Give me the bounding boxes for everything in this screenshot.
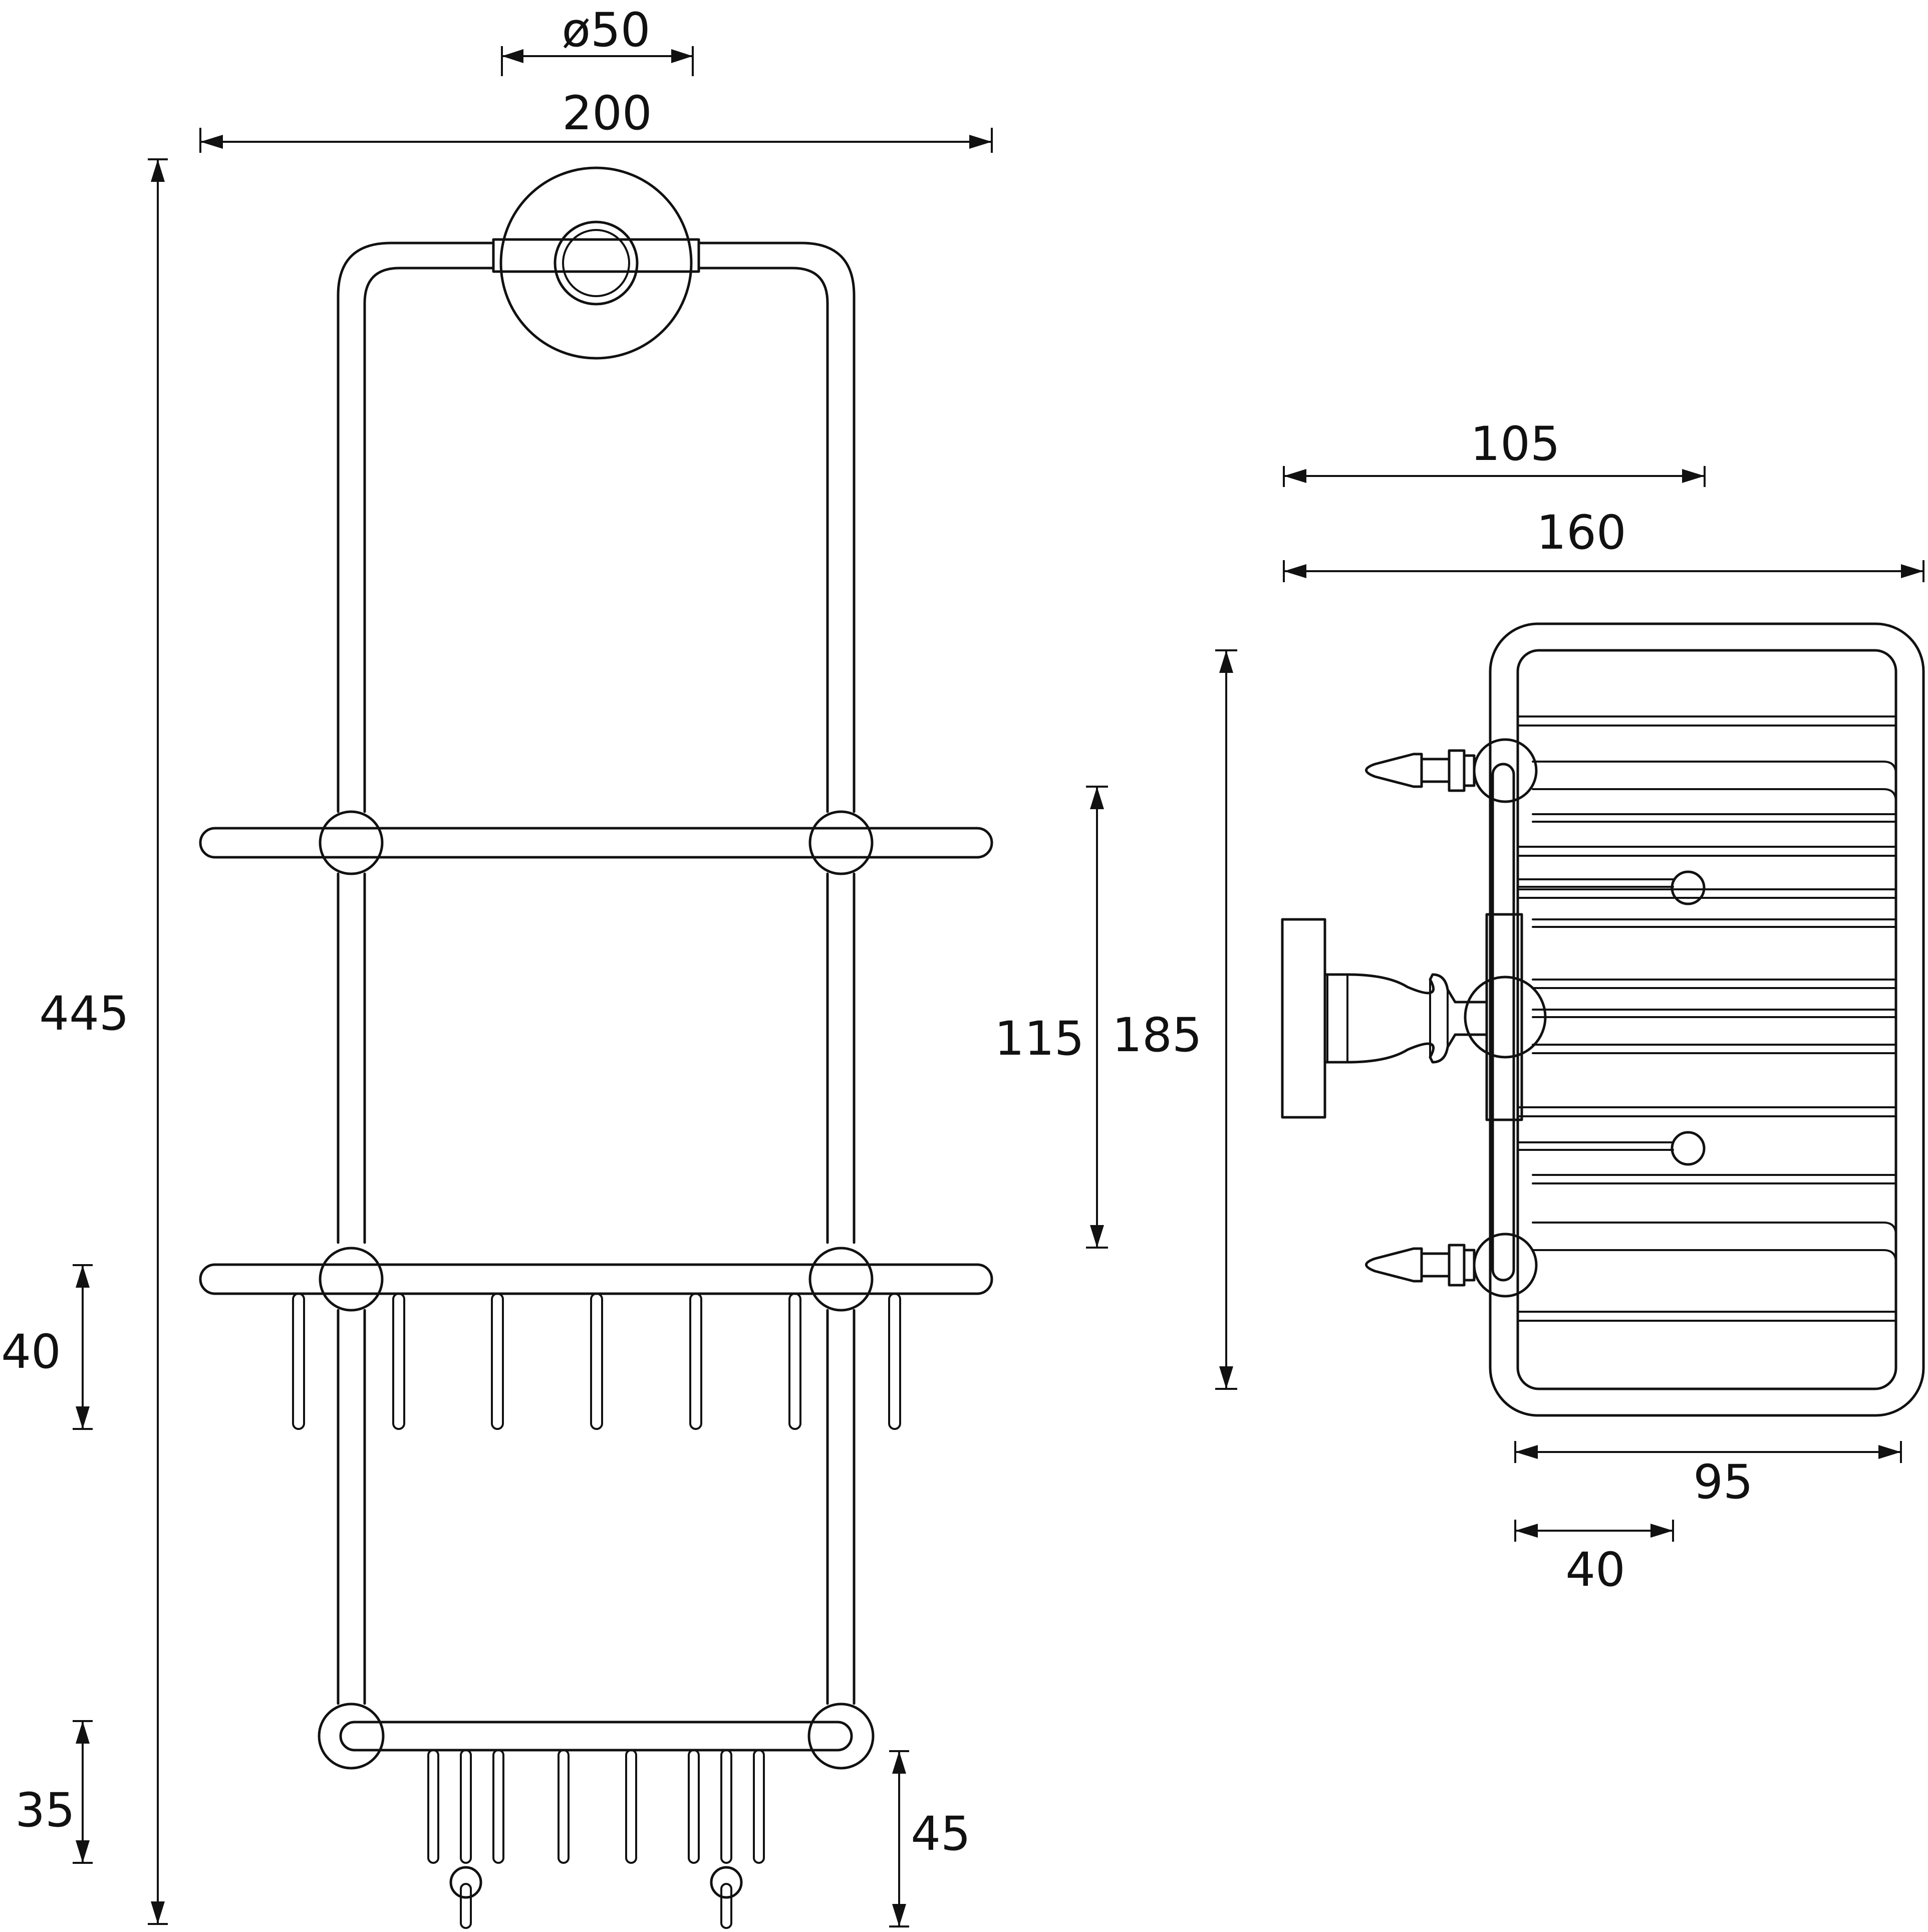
side-view: 105 160 115 185 bbox=[994, 417, 1925, 1597]
dim-hook-drop-upper: 40 bbox=[1, 1264, 93, 1430]
label-overall-depth: 160 bbox=[1536, 506, 1626, 560]
middle-uprights bbox=[337, 872, 856, 1244]
vertical-post bbox=[1464, 738, 1547, 1298]
side-hooks bbox=[1517, 870, 1706, 1166]
dim-side-overall-height: 185 bbox=[1112, 649, 1237, 1390]
dim-wall-bracket-spacing: 115 bbox=[994, 786, 1108, 1249]
wall-rosette bbox=[492, 166, 700, 360]
label-inner-offset: 40 bbox=[1565, 1543, 1625, 1597]
middle-hooks bbox=[292, 1293, 901, 1430]
bottom-rail bbox=[318, 1703, 875, 1770]
upper-shelf-bar bbox=[199, 827, 993, 859]
dim-rosette-diameter: ø50 bbox=[501, 3, 694, 76]
hanger-frame-inner bbox=[363, 267, 829, 813]
dim-inner-offset: 40 bbox=[1514, 1520, 1674, 1597]
label-rosette-diameter: ø50 bbox=[562, 3, 650, 58]
lower-uprights bbox=[337, 1309, 856, 1705]
label-overall-height: 445 bbox=[39, 987, 129, 1041]
dim-projection-to-post: 105 bbox=[1283, 417, 1706, 487]
wall-bracket bbox=[1281, 918, 1488, 1119]
label-bottom-rail-height: 35 bbox=[15, 1783, 75, 1838]
label-side-overall-height: 185 bbox=[1112, 1008, 1202, 1063]
label-overall-width: 200 bbox=[562, 86, 652, 141]
dim-hook-drop-lower: 45 bbox=[889, 1750, 971, 1927]
dim-overall-height: 445 bbox=[39, 158, 168, 1925]
dim-overall-width: 200 bbox=[199, 86, 993, 153]
upper-shelf-joints bbox=[319, 810, 874, 875]
label-projection-to-post: 105 bbox=[1470, 417, 1560, 471]
label-hook-drop-lower: 45 bbox=[911, 1807, 971, 1861]
basket-inner bbox=[1516, 649, 1897, 1390]
dim-overall-depth: 160 bbox=[1283, 506, 1924, 582]
basket-outer bbox=[1489, 622, 1925, 1417]
label-wall-bracket-spacing: 115 bbox=[994, 1012, 1084, 1066]
basket-bars bbox=[1517, 715, 1897, 1322]
lower-hooks bbox=[427, 1749, 765, 1864]
hook-end-knobs bbox=[449, 1866, 743, 1929]
front-view: ø50 200 445 40 bbox=[1, 3, 993, 1929]
dim-basket-depth: 95 bbox=[1514, 1441, 1902, 1510]
side-tips bbox=[1365, 749, 1476, 1287]
middle-shelf-joints bbox=[319, 1247, 874, 1312]
label-hook-drop-upper: 40 bbox=[1, 1325, 61, 1379]
dim-bottom-rail-height: 35 bbox=[15, 1720, 93, 1864]
label-basket-depth: 95 bbox=[1693, 1455, 1753, 1510]
hanger-frame-outer bbox=[337, 242, 856, 813]
